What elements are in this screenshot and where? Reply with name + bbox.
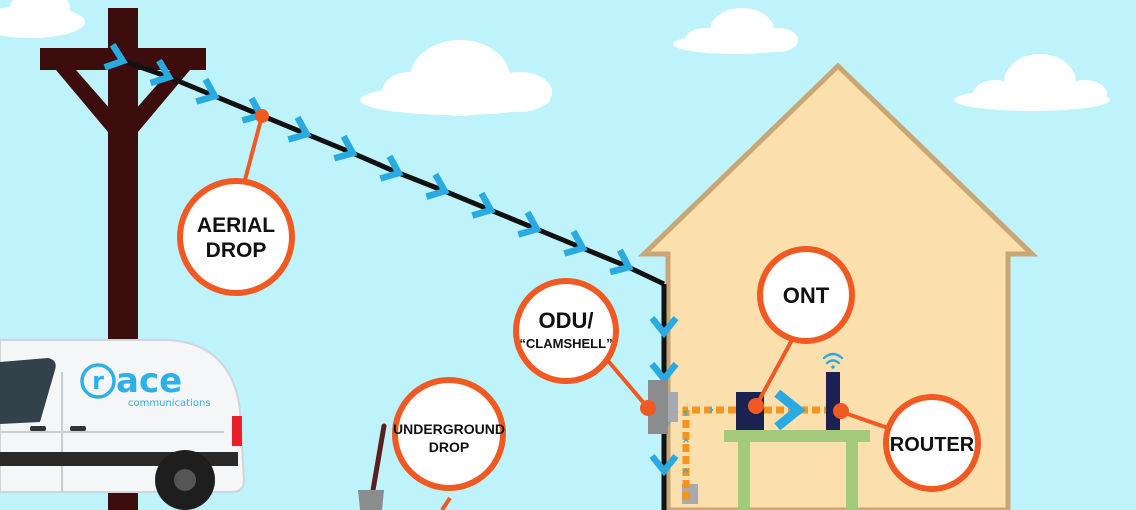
callout-odu: ODU/ “CLAMSHELL” <box>513 278 656 416</box>
label-odu-line2: “CLAMSHELL” <box>519 336 612 351</box>
brand-name: ace <box>116 361 182 401</box>
shovel-icon <box>358 423 387 510</box>
label-aerial-drop-line1: AERIAL <box>197 214 275 237</box>
odu-clamshell-box <box>648 380 678 434</box>
callout-router: ROUTER <box>833 394 981 492</box>
callout-underground-drop: UNDERGROUND DROP <box>392 377 506 510</box>
label-aerial-drop-line2: DROP <box>206 239 267 262</box>
callout-aerial-drop: AERIAL DROP <box>177 109 295 296</box>
label-odu-line1: ODU/ <box>539 308 594 333</box>
wifi-icon <box>822 352 844 369</box>
cloud-icon <box>0 0 85 38</box>
aerial-fiber-line <box>103 42 666 287</box>
brand-tagline: communications <box>128 398 211 409</box>
svg-text:r: r <box>92 367 104 395</box>
table <box>724 430 870 510</box>
label-underground-drop-line2: DROP <box>429 439 469 455</box>
van-icon <box>0 339 246 510</box>
label-ont: ONT <box>783 283 830 308</box>
label-underground-drop-line1: UNDERGROUND <box>393 421 505 437</box>
cloud-icon <box>673 8 798 54</box>
callout-ont: ONT <box>748 246 855 414</box>
router-device <box>826 372 840 430</box>
cloud-icon <box>954 54 1110 111</box>
label-router: ROUTER <box>890 434 975 456</box>
race-communications-logo: r ace communications <box>80 361 211 409</box>
